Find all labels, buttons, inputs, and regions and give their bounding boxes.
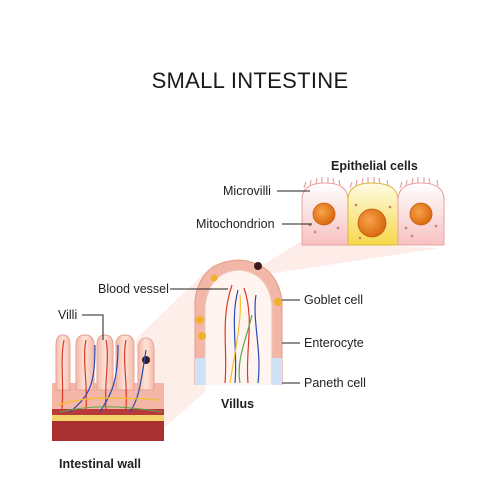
epithelial-cells <box>301 177 445 246</box>
highlight-dot <box>142 356 150 364</box>
villus-large <box>194 259 283 385</box>
paneth-zone-left <box>195 358 205 385</box>
vessel-red <box>61 339 127 411</box>
villus-1 <box>55 334 71 391</box>
dark-cell <box>254 262 262 270</box>
vessel-green <box>59 406 163 413</box>
label-intestinal-wall: Intestinal wall <box>59 457 141 471</box>
zoom-cone-epithelium <box>258 242 440 275</box>
nucleus-middle <box>357 208 387 238</box>
goblet-cell-4 <box>210 274 218 282</box>
vessel-yellow <box>57 397 161 406</box>
leader-villi <box>82 314 104 340</box>
villi-group <box>55 334 155 391</box>
label-villus: Villus <box>221 397 255 411</box>
goblet-cell-2 <box>198 332 206 340</box>
label-epithelial-cells: Epithelial cells <box>331 159 418 173</box>
villus-3 <box>96 334 114 391</box>
goblet-cell-1 <box>196 316 204 324</box>
label-mitochondrion: Mitochondrion <box>196 217 275 231</box>
vessel-blue <box>69 344 147 413</box>
label-paneth-cell: Paneth cell <box>304 376 366 390</box>
nucleus-left <box>312 202 336 226</box>
label-enterocyte: Enterocyte <box>304 336 364 350</box>
nucleus-right <box>409 202 433 226</box>
villus-vessel-yellow <box>229 294 241 384</box>
intestinal-wall <box>52 334 164 441</box>
leader-lines <box>82 190 312 384</box>
villus-vessel-blue <box>233 289 260 384</box>
diagram-title: SMALL INTESTINE <box>151 68 349 93</box>
goblet-cell-3 <box>274 298 282 306</box>
label-villi: Villi <box>58 308 78 322</box>
paneth-zone-right <box>272 358 282 385</box>
label-blood-vessel: Blood vessel <box>98 282 169 296</box>
villus-vessel-green <box>238 314 253 384</box>
label-microvilli: Microvilli <box>223 184 271 198</box>
label-goblet-cell: Goblet cell <box>304 293 364 307</box>
microvilli-row <box>303 177 439 189</box>
villus-vessel-red <box>224 284 250 384</box>
